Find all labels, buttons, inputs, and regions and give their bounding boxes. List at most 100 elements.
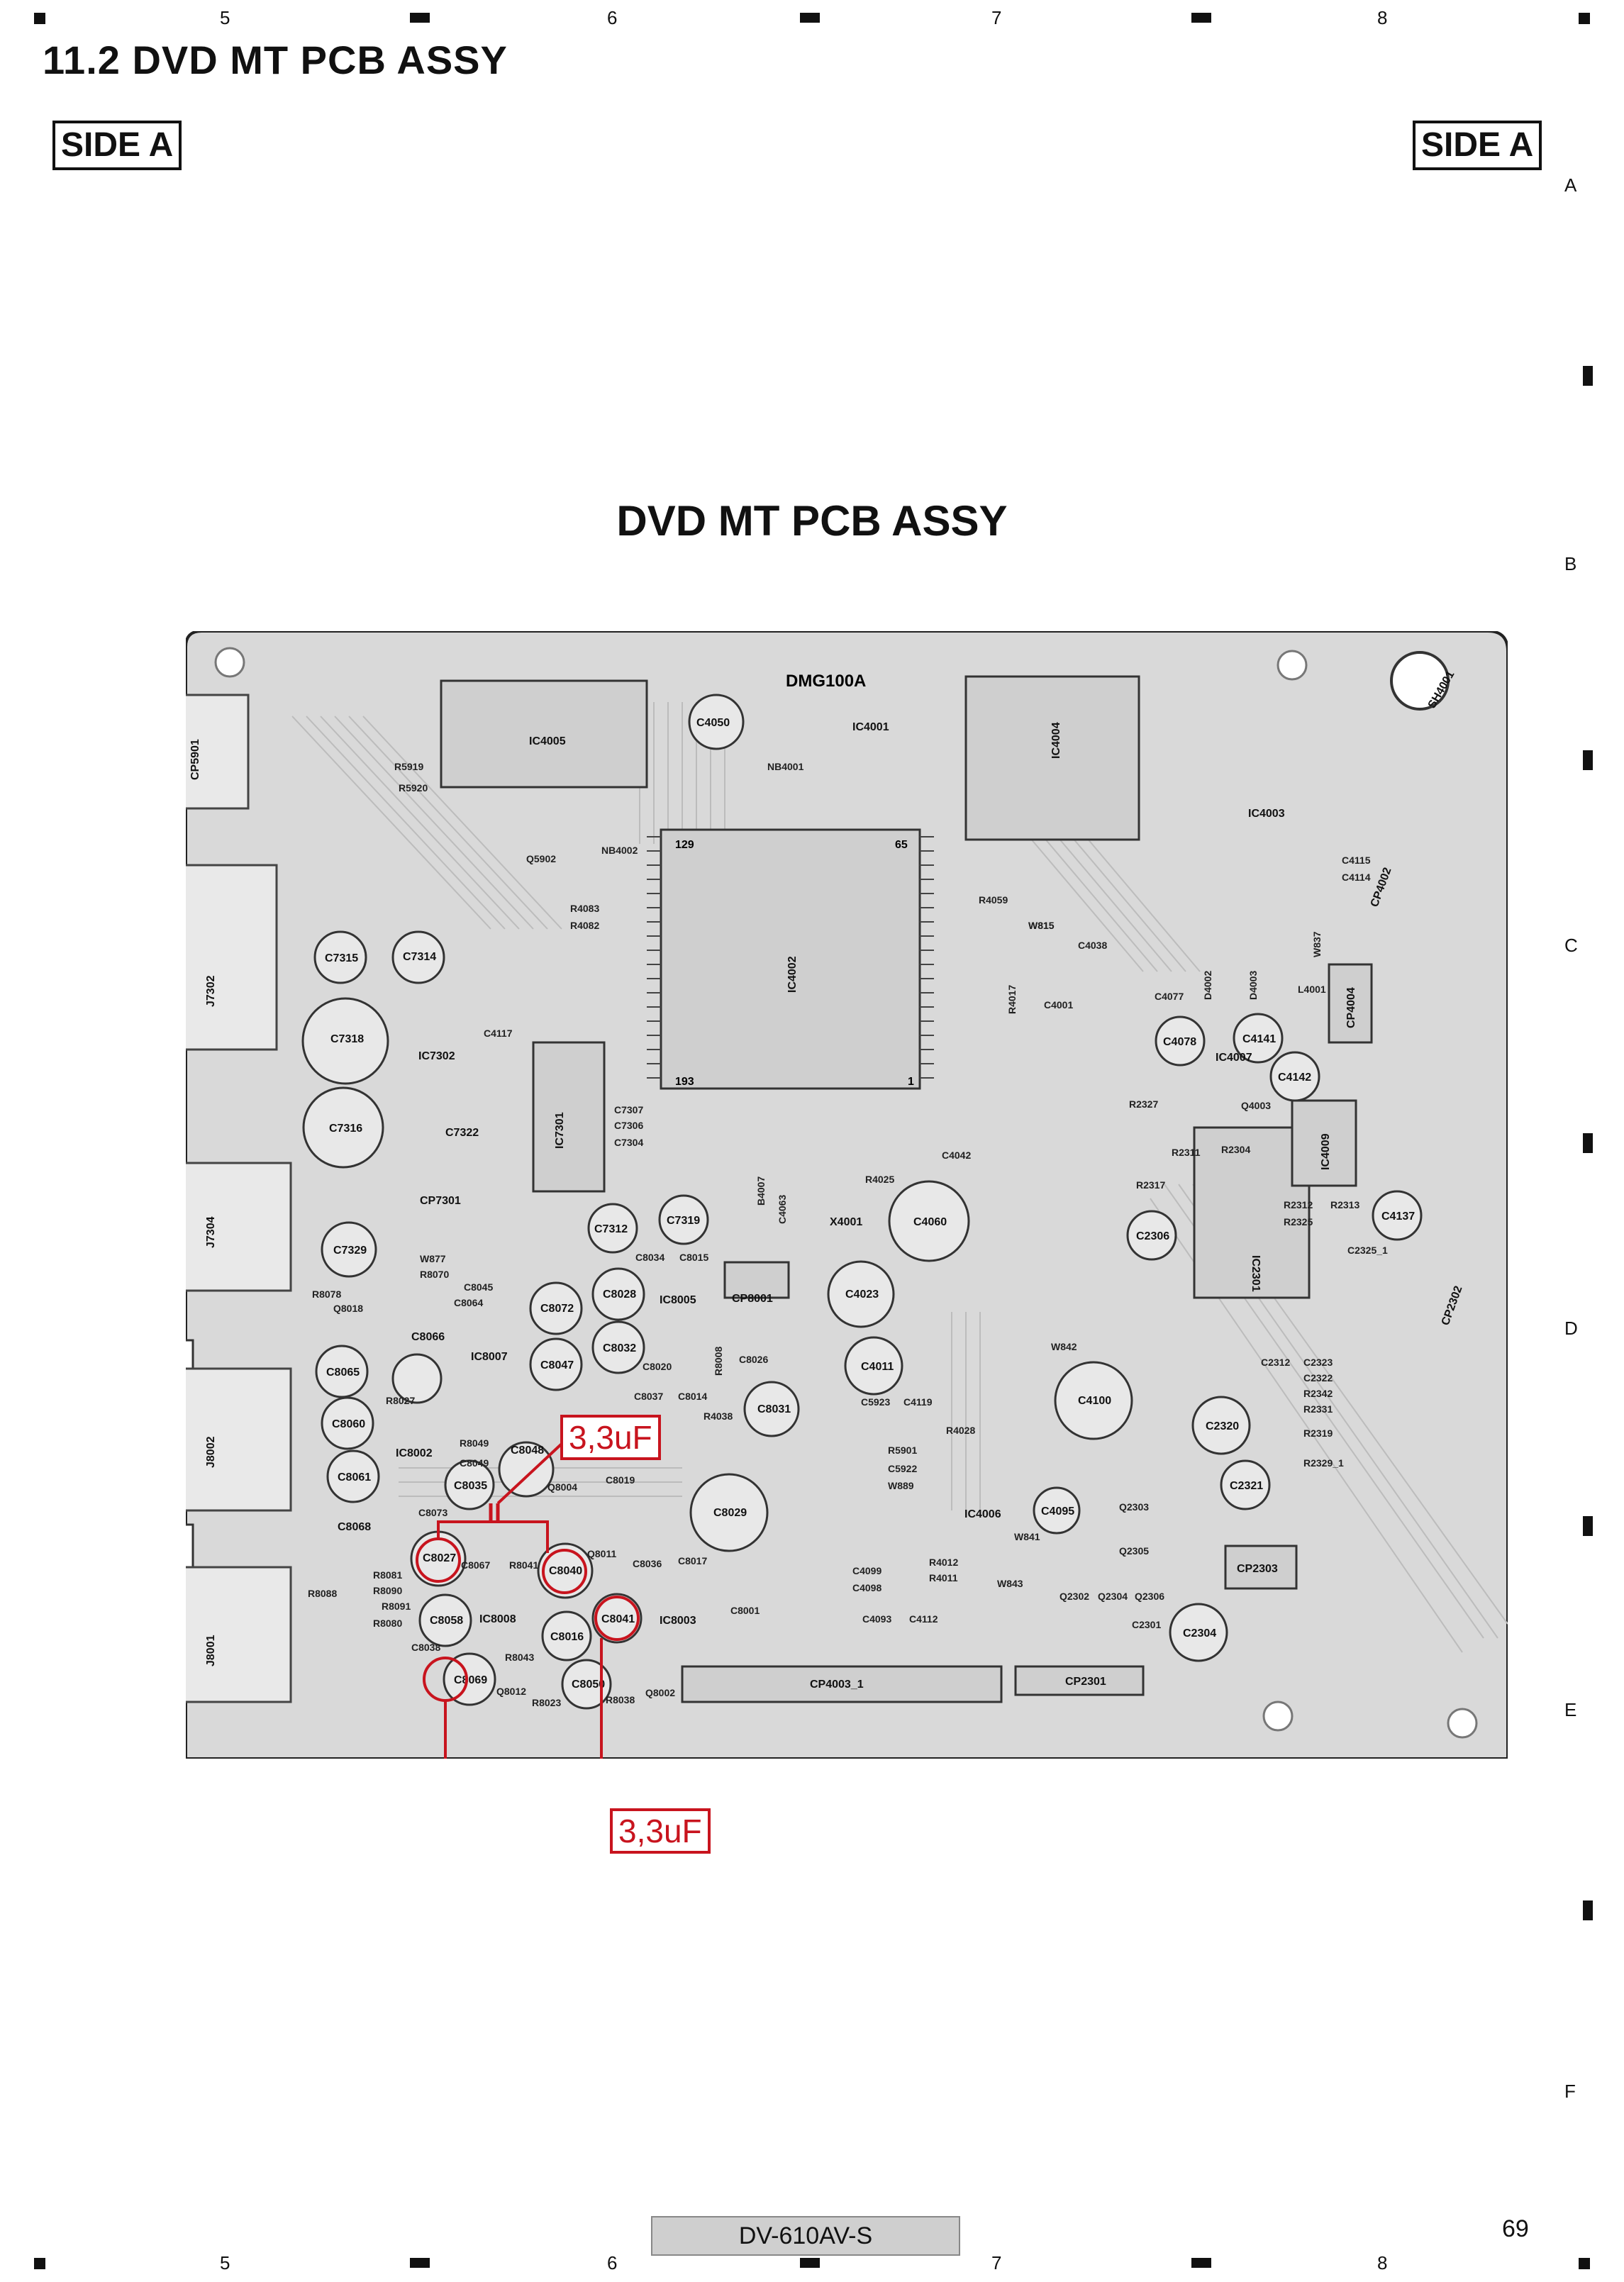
- registration-mark: [1583, 1516, 1593, 1536]
- registration-mark: [1579, 2258, 1590, 2269]
- mounting-hole: [214, 647, 245, 678]
- small-label: C8034: [635, 1252, 664, 1263]
- ic2301: [1193, 1126, 1311, 1299]
- small-label: R2325: [1284, 1216, 1313, 1228]
- small-label: Q2304: [1098, 1591, 1128, 1602]
- mounting-hole: [1262, 1701, 1294, 1732]
- connector-j7302: [176, 864, 278, 1051]
- mounting-hole-sh4001: [1390, 651, 1450, 711]
- component-label: J8002: [205, 1436, 217, 1468]
- small-label: C4099: [852, 1565, 881, 1576]
- small-label: C4098: [852, 1582, 881, 1593]
- component-label: C4100: [1078, 1395, 1111, 1407]
- registration-mark: [410, 13, 430, 23]
- component-label: C4078: [1163, 1036, 1196, 1048]
- component-label: IC4002: [786, 956, 799, 993]
- small-label: R8088: [308, 1588, 337, 1599]
- capacitor-annotation-label: 3,3uF: [610, 1808, 711, 1854]
- small-label: Q2305: [1119, 1545, 1149, 1557]
- component-label: C8047: [540, 1359, 574, 1371]
- component-label: IC4003: [1248, 808, 1285, 820]
- small-label: D4003: [1247, 971, 1259, 1000]
- small-label: R2331: [1303, 1403, 1333, 1415]
- component-label: C8040: [549, 1565, 582, 1577]
- small-label: Q8004: [547, 1481, 577, 1493]
- small-label: R4025: [865, 1174, 894, 1185]
- component-label: CP7301: [420, 1195, 461, 1207]
- small-label: R8038: [606, 1694, 635, 1705]
- small-label: W877: [420, 1253, 446, 1264]
- component-label: IC2301: [1250, 1255, 1262, 1292]
- registration-mark: [1191, 13, 1211, 23]
- component-label: C8069: [454, 1674, 487, 1686]
- section-title: 11.2 DVD MT PCB ASSY: [43, 38, 508, 82]
- small-label: R5920: [399, 782, 428, 794]
- grid-column-label: 5: [220, 2252, 230, 2273]
- small-label: R4083: [570, 903, 599, 914]
- grid-column-label: 5: [220, 7, 230, 28]
- pcb-drawing: 129 65 193 1 DMG100A: [85, 630, 1509, 1838]
- small-label: NB4002: [601, 845, 638, 856]
- ic4005: [440, 679, 648, 789]
- mounting-hole: [1277, 650, 1308, 681]
- small-label: Q8018: [333, 1303, 363, 1314]
- small-label: C4042: [942, 1150, 971, 1161]
- small-label: C8015: [679, 1252, 708, 1263]
- component-label: IC4007: [1216, 1052, 1252, 1064]
- small-label: C8073: [418, 1507, 447, 1518]
- grid-column-label: 7: [991, 2252, 1002, 2273]
- small-label: C4077: [1155, 991, 1184, 1002]
- small-label: R5919: [394, 761, 423, 772]
- side-label-left: SIDE A: [52, 121, 182, 170]
- component-label: CP4004: [1345, 987, 1357, 1028]
- component-label: C4050: [696, 717, 730, 729]
- component-label: C8058: [430, 1615, 463, 1627]
- component-label: C7316: [329, 1123, 362, 1135]
- cp8001: [723, 1261, 790, 1299]
- registration-mark: [1191, 2258, 1211, 2268]
- small-label: W842: [1051, 1341, 1077, 1352]
- cp2303: [1224, 1544, 1298, 1590]
- grid-column-label: 8: [1377, 2252, 1388, 2273]
- component-label: CP2303: [1237, 1563, 1278, 1575]
- small-label: C7307: [614, 1104, 643, 1115]
- ic4004: [964, 675, 1140, 841]
- small-label: C5922: [888, 1463, 917, 1474]
- small-label: R4059: [979, 894, 1008, 906]
- component-label: C8061: [338, 1471, 371, 1484]
- component-label: C7319: [667, 1215, 700, 1227]
- component-label: IC4006: [964, 1508, 1001, 1520]
- connector-j8001: [176, 1566, 292, 1703]
- component-label: IC8007: [471, 1351, 508, 1363]
- pin-label: 1: [908, 1076, 914, 1088]
- component-label: C8048: [511, 1445, 544, 1457]
- component-label: C4142: [1278, 1072, 1311, 1084]
- small-label: R8041: [509, 1559, 538, 1571]
- component-label: C8066: [411, 1331, 445, 1343]
- small-label: Q5902: [526, 853, 556, 864]
- grid-row-label: C: [1564, 935, 1578, 956]
- board-chip-label: DMG100A: [786, 672, 866, 691]
- small-label: R8043: [505, 1652, 534, 1663]
- small-label: R2327: [1129, 1098, 1158, 1110]
- model-label: DV-610AV-S: [651, 2216, 960, 2256]
- small-label: C4117: [484, 1028, 513, 1039]
- small-label: R2342: [1303, 1388, 1333, 1399]
- small-label: C2312: [1261, 1357, 1290, 1368]
- small-label: C2323: [1303, 1357, 1333, 1368]
- small-label: Q8012: [496, 1686, 526, 1697]
- small-label: C8045: [464, 1281, 493, 1293]
- component-label: J8001: [205, 1635, 217, 1666]
- component-label: IC4005: [529, 735, 566, 747]
- component-label: IC7301: [554, 1112, 566, 1149]
- component-label: CP2301: [1065, 1676, 1106, 1688]
- pcb-layout: 129 65 193 1 DMG100A: [85, 630, 1509, 1838]
- small-label: C8017: [678, 1555, 707, 1566]
- small-label: C4063: [777, 1195, 788, 1224]
- small-label: C2301: [1132, 1619, 1161, 1630]
- component-label: C8031: [757, 1403, 791, 1415]
- component-label: C2321: [1230, 1480, 1263, 1492]
- small-label: Q2303: [1119, 1501, 1149, 1513]
- small-label: C4093: [862, 1613, 891, 1625]
- small-label: Q2302: [1060, 1591, 1089, 1602]
